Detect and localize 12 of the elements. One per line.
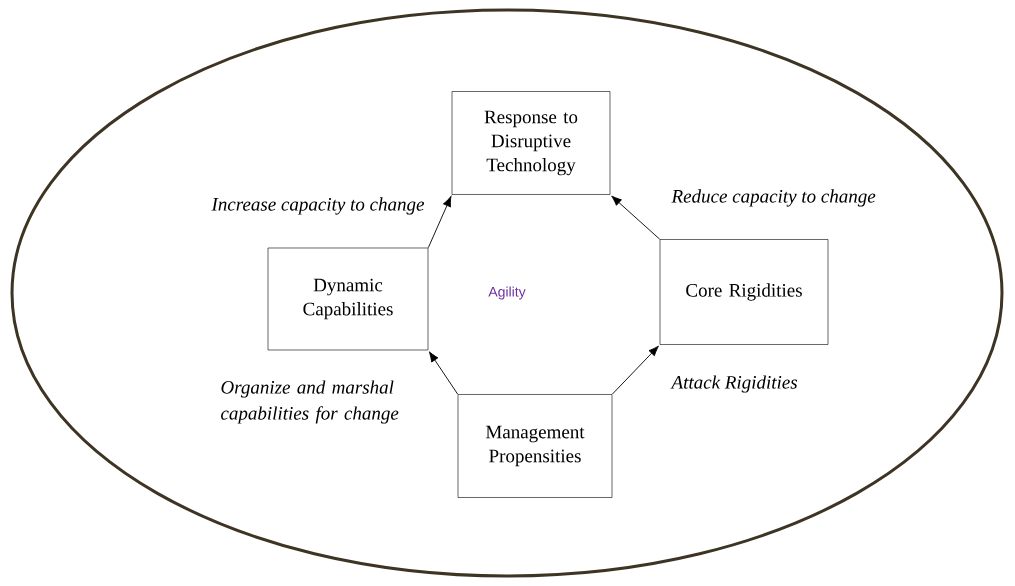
text-box: Dynamic Capabilities bbox=[267, 247, 429, 351]
edge-label: Organize and marshal capabilities for change bbox=[221, 380, 399, 424]
text-box: Core Rigidities bbox=[659, 239, 829, 345]
arrow bbox=[611, 195, 661, 240]
edge-label: Increase capacity to change bbox=[211, 197, 425, 215]
arrow bbox=[611, 345, 659, 395]
arrow bbox=[428, 351, 459, 395]
arrow bbox=[427, 196, 452, 249]
text-box: Management Propensities bbox=[457, 394, 613, 498]
edge-label: Attack Rigidities bbox=[670, 375, 798, 393]
text-box: Response to Disruptive Technology bbox=[451, 91, 611, 195]
edge-label: Reduce capacity to change bbox=[671, 189, 876, 207]
